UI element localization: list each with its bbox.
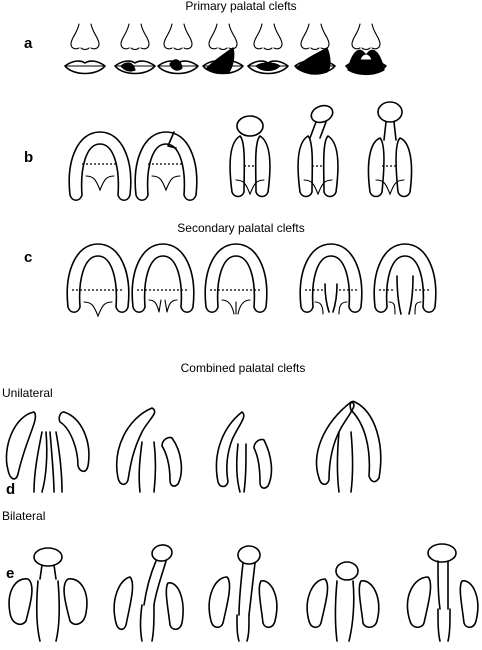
lip-figure-1 <box>64 23 106 75</box>
row-a-lip-clefts <box>64 23 387 76</box>
row-c-secondary-palate <box>66 243 437 317</box>
panel-c-label: c <box>24 249 32 266</box>
row-e-bilateral <box>8 543 479 642</box>
lip-figure-6 <box>294 23 336 75</box>
palate-d4 <box>315 400 382 493</box>
unilateral-label: Unilateral <box>2 386 53 400</box>
palate-b1 <box>68 131 132 202</box>
palate-c4 <box>299 243 363 315</box>
palate-d1 <box>5 411 90 493</box>
palate-e1 <box>8 547 88 642</box>
panel-a-label: a <box>24 35 33 52</box>
panel-e-label: e <box>6 565 14 582</box>
palate-d3 <box>215 411 273 493</box>
row-b-primary-palate <box>68 101 413 202</box>
combined-clefts-heading: Combined palatal clefts <box>181 361 306 375</box>
palate-c5 <box>373 243 437 315</box>
palate-e2 <box>113 544 184 642</box>
lip-figure-4 <box>202 23 244 75</box>
panel-b-label: b <box>24 149 33 166</box>
panel-d-label: d <box>6 481 15 498</box>
palate-c3 <box>204 243 268 315</box>
palate-b4 <box>297 104 339 198</box>
palate-b2 <box>134 131 198 202</box>
palate-b3 <box>229 115 271 198</box>
palate-e4 <box>306 561 380 642</box>
bilateral-label: Bilateral <box>2 509 45 523</box>
lip-figure-2 <box>114 23 156 75</box>
palate-c1 <box>66 243 130 317</box>
palate-d2 <box>116 407 183 493</box>
palate-c2 <box>131 243 195 314</box>
lip-figure-7 <box>345 23 387 76</box>
lip-figure-5 <box>247 23 289 75</box>
lip-figure-3 <box>157 23 199 75</box>
palate-e5 <box>406 543 479 642</box>
palate-b5 <box>367 101 413 198</box>
primary-clefts-heading: Primary palatal clefts <box>185 0 296 13</box>
row-d-unilateral <box>5 400 382 493</box>
secondary-clefts-heading: Secondary palatal clefts <box>177 221 304 235</box>
palate-e3 <box>208 545 278 642</box>
